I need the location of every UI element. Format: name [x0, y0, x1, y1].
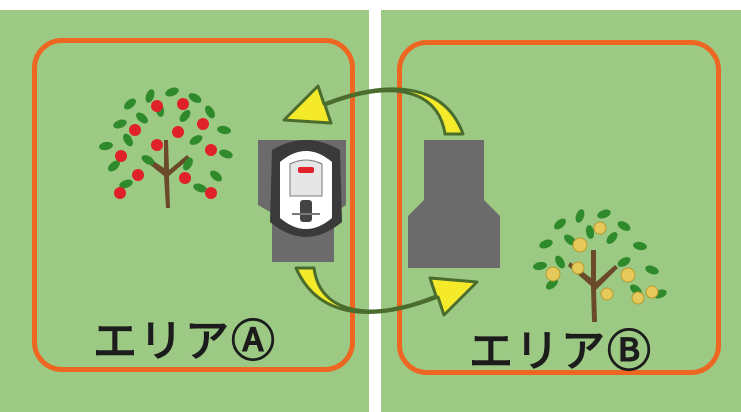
area-b-label: エリアⒷ	[469, 330, 653, 374]
area-a-label: エリアⒶ	[93, 320, 277, 364]
charging-station-icon	[408, 140, 500, 268]
apple-tree-icon	[98, 86, 234, 208]
robot-mower-icon	[270, 140, 342, 237]
citrus-tree-icon	[532, 208, 668, 322]
